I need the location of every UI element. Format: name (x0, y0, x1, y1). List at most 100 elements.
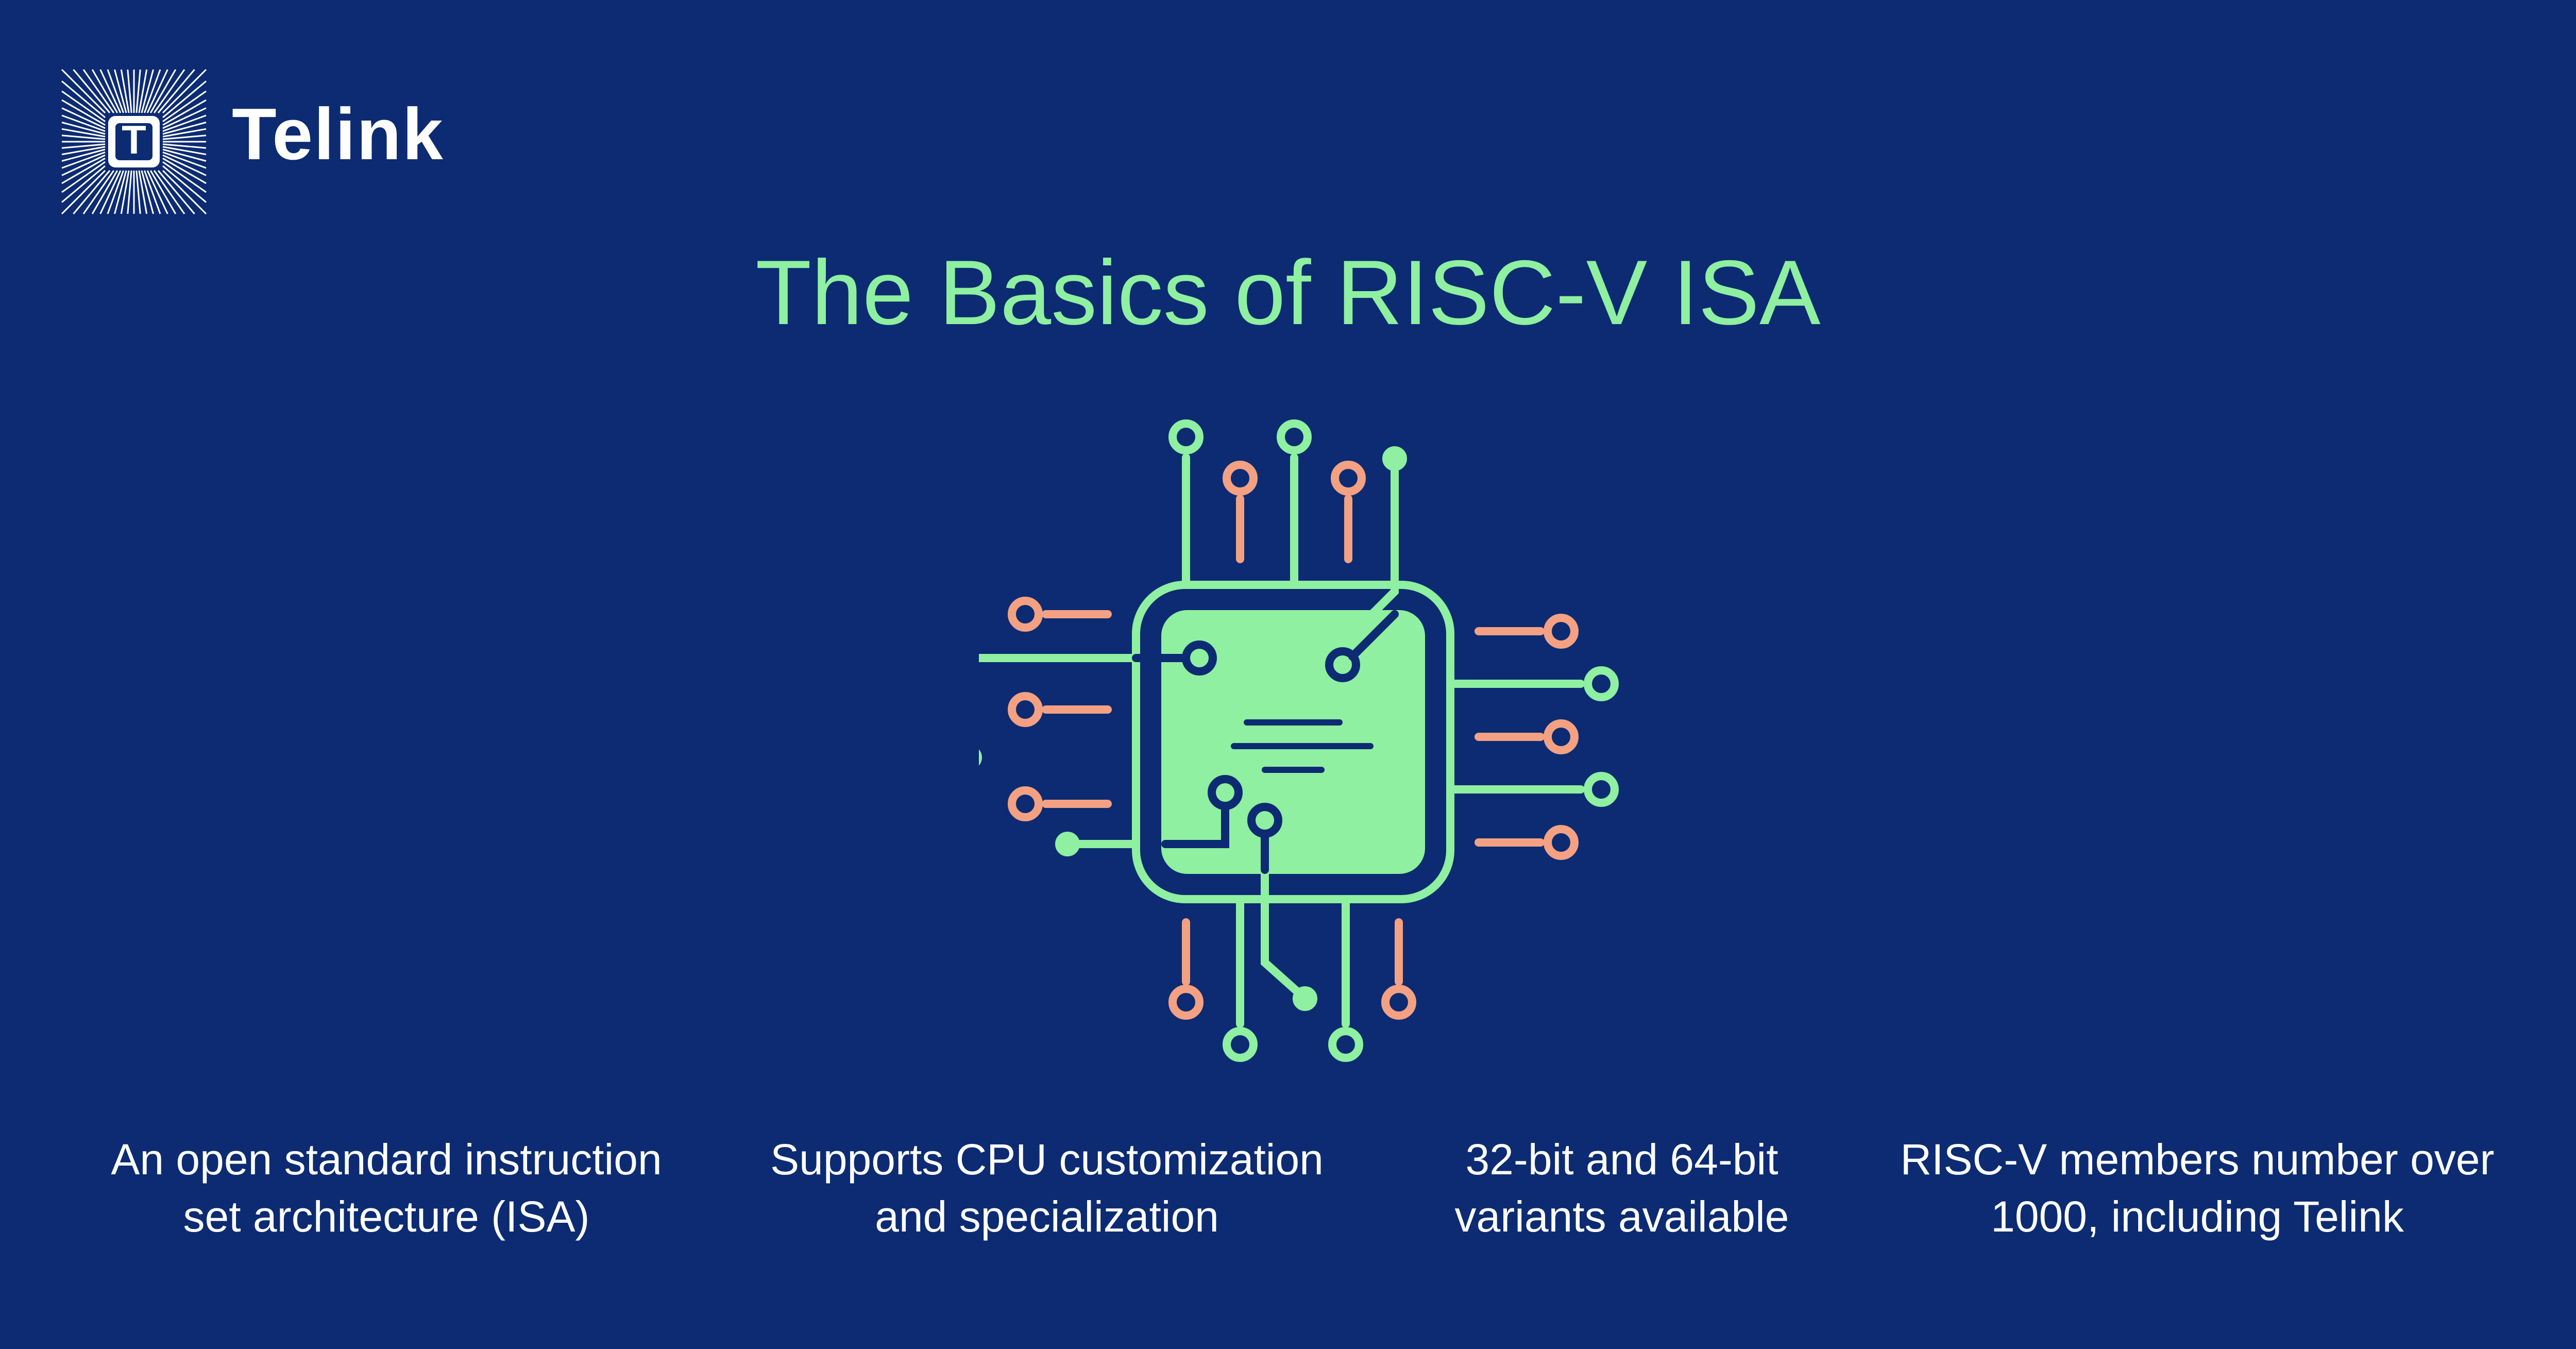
logo-ray (135, 69, 141, 113)
chip-core (1161, 610, 1425, 874)
trace-top-core (1338, 454, 1399, 652)
logo-ray (162, 107, 207, 129)
trace-left-upper-node (1182, 640, 1217, 676)
feature-item: An open standard instruction set archite… (77, 1131, 696, 1245)
logo-ray (153, 69, 185, 113)
logo-ray (146, 170, 168, 214)
chip-diagram (979, 419, 1619, 1062)
logo-ray (61, 161, 106, 193)
logo-ray (162, 170, 207, 215)
logo-ray (61, 170, 106, 215)
logo-ray (61, 90, 106, 123)
logo-ray (61, 158, 106, 184)
logo-badge-inner (115, 123, 152, 160)
trace-bottom-dot (1293, 986, 1317, 1011)
trace-left-lower-dot (1055, 832, 1080, 856)
logo-ray (61, 154, 106, 176)
trace-left-upper (979, 654, 1140, 662)
logo-ray (99, 69, 122, 113)
trace-top-core-inner (1348, 610, 1399, 661)
feature-line: An open standard instruction (111, 1135, 662, 1184)
logo-ray (82, 170, 115, 214)
logo-rays (61, 69, 207, 215)
logo-ray (61, 122, 106, 135)
logo-ray (135, 170, 141, 214)
pin-top-3-end (1277, 419, 1312, 454)
feature-list: An open standard instruction set archite… (0, 1131, 2576, 1265)
trace-bottom-node (1247, 803, 1282, 838)
logo-ray (157, 170, 195, 214)
logo-ray (141, 69, 154, 113)
logo-ray (82, 69, 115, 113)
logo-ray (91, 170, 118, 214)
pin-left-3-end (1008, 786, 1043, 821)
trace-bottom (1261, 866, 1308, 1001)
logo-ray (61, 114, 106, 132)
logo-ray (61, 146, 106, 156)
telink-logo: T (61, 69, 207, 215)
logo-ray (127, 69, 132, 113)
logo-ray (61, 151, 106, 169)
logo-ray (162, 158, 207, 184)
trace-left-lower-node (1208, 775, 1243, 810)
logo-ray (162, 80, 207, 119)
logo-ray (91, 69, 118, 113)
bottom-pins (1168, 803, 1416, 1062)
feature-line: RISC-V members number over (1900, 1135, 2495, 1184)
logo-ray (61, 143, 106, 149)
logo-ray (162, 146, 207, 156)
feature-line: 32-bit and 64-bit (1465, 1135, 1778, 1184)
logo-ray (61, 148, 106, 162)
pin-right-1-end (1544, 614, 1579, 649)
feature-line: set architecture (ISA) (183, 1192, 590, 1241)
logo-ray (61, 128, 106, 138)
pin-bottom-3-end (1328, 1027, 1363, 1062)
logo-ray (107, 170, 125, 214)
page-title: The Basics of RISC-V ISA (755, 241, 1821, 344)
pin-right-5-end (1544, 825, 1579, 860)
top-pins (1168, 419, 1407, 682)
logo-ray (162, 128, 207, 138)
logo-ray (99, 170, 122, 214)
logo-ray (150, 170, 177, 214)
logo-ray (162, 148, 207, 162)
feature-item: RISC-V members number over 1000, includi… (1888, 1131, 2506, 1245)
logo-ray (120, 170, 130, 214)
logo-ray (157, 69, 195, 113)
feature-line: and specialization (875, 1192, 1219, 1241)
logo-ray (107, 69, 125, 113)
logo-ray (143, 69, 161, 113)
brand-name: Telink (232, 93, 444, 175)
logo-ray (146, 69, 168, 113)
logo-ray (61, 165, 106, 203)
feature-line: Supports CPU customization (770, 1135, 1324, 1184)
trace-top-core-node (1325, 647, 1360, 682)
pin-right-3-end (1544, 719, 1579, 754)
logo-ray (73, 170, 111, 214)
pin-top-2-end (1223, 461, 1258, 496)
trace-left-lower-inner (1161, 802, 1229, 848)
logo-ray (162, 165, 207, 203)
logo-ray (127, 170, 132, 214)
logo-ray (138, 69, 148, 113)
logo-ray (61, 80, 106, 119)
pin-top-1-end (1168, 419, 1204, 454)
feature-line: 1000, including Telink (1991, 1192, 2404, 1241)
logo-ray (61, 99, 106, 126)
right-pins (1446, 614, 1619, 860)
pin-left-2-end (1008, 692, 1043, 727)
pin-bottom-2-end (1223, 1027, 1258, 1062)
logo-ray (162, 114, 207, 132)
logo-ray (162, 143, 207, 149)
feature-line: variants available (1454, 1192, 1789, 1241)
logo-ray (153, 170, 185, 214)
logo-ray (162, 90, 207, 123)
trace-top-dot (1382, 446, 1407, 471)
logo-ray (138, 170, 148, 214)
pin-bottom-1-end (1168, 985, 1204, 1020)
logo-letter: T (122, 117, 146, 162)
logo-ray (162, 122, 207, 135)
logo-ray (162, 161, 207, 193)
feature-item: Supports CPU customization and specializ… (738, 1131, 1356, 1245)
logo-ray (114, 170, 127, 214)
